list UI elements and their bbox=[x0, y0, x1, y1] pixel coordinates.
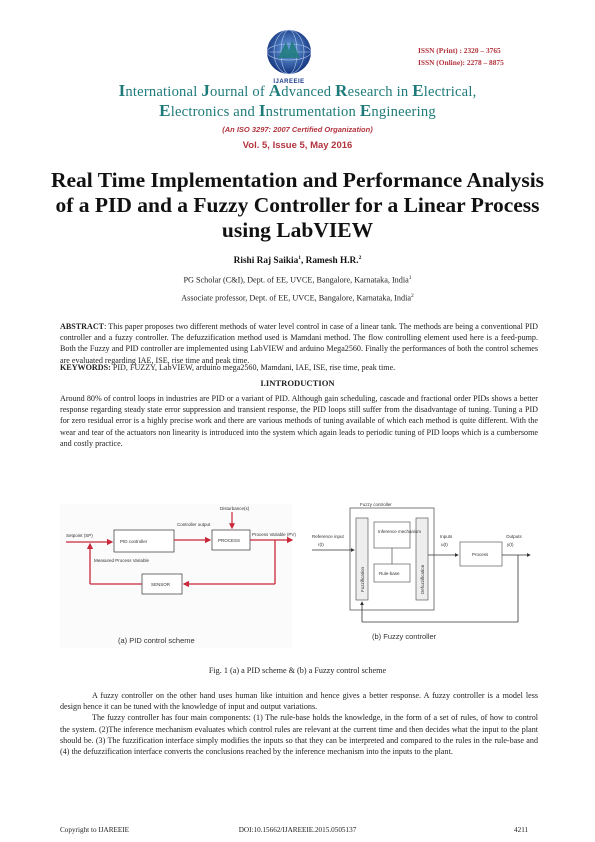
pid-process-label: PROCESS bbox=[218, 538, 240, 543]
issn-print: ISSN (Print) : 2320 – 3765 bbox=[418, 46, 501, 55]
figure-caption: Fig. 1 (a) a PID scheme & (b) a Fuzzy co… bbox=[208, 666, 387, 675]
fuzzy-paragraphs: A fuzzy controller on the other hand use… bbox=[60, 690, 538, 757]
abstract: ABSTRACT: This paper proposes two differ… bbox=[60, 322, 538, 365]
defuzzification-box bbox=[415, 517, 429, 601]
footer-copyright: Copyright to IJAREEIE bbox=[60, 826, 130, 834]
paper-title: Real Time Implementation and Performance… bbox=[50, 168, 545, 242]
issn-block: ISSN (Print) : 2320 – 3765 ISSN (Online)… bbox=[418, 45, 504, 68]
fuzzy-box-title: Fuzzy controller bbox=[360, 502, 392, 507]
rule-base-label: Rule-base bbox=[379, 571, 400, 576]
fuzzy-reference-symbol: r(t) bbox=[318, 542, 324, 547]
fuzzy-inputs-symbol: u(t) bbox=[441, 542, 448, 547]
paragraph-2: The fuzzy controller has four main compo… bbox=[60, 713, 538, 757]
pid-caption: (a) PID control scheme bbox=[118, 636, 195, 645]
fuzzy-controller-box bbox=[349, 507, 435, 611]
fuzzy-caption: (b) Fuzzy controller bbox=[372, 632, 437, 641]
affiliation-2: Associate professor, Dept. of EE, UVCE, … bbox=[181, 293, 414, 303]
volume-issue: Vol. 5, Issue 5, May 2016 bbox=[242, 140, 353, 151]
fuzzy-process-label: Process bbox=[472, 552, 489, 557]
paragraph-1: A fuzzy controller on the other hand use… bbox=[60, 691, 538, 712]
footer-doi: DOI:10.15662/IJAREEIE.2015.0505137 bbox=[238, 826, 357, 834]
journal-line-2: Electronics and Instrumentation Engineer… bbox=[159, 100, 436, 120]
footer-page-number: 4211 bbox=[514, 826, 529, 834]
fuzzy-process-box bbox=[459, 541, 503, 567]
fuzzy-scheme: Fuzzy controller Fuzzification Defuzzifi… bbox=[312, 502, 531, 641]
journal-line-1: International Journal of Advanced Resear… bbox=[118, 81, 477, 100]
affiliation-1: PG Scholar (C&I), Dept. of EE, UVCE, Ban… bbox=[183, 275, 412, 285]
pid-pv-label: Process Variable (PV) bbox=[252, 532, 296, 537]
fuzzification-box bbox=[355, 517, 369, 601]
inference-label: Inference mechanism bbox=[378, 529, 421, 534]
keywords: KEYWORDS: PID, FUZZY, LabVIEW, arduino m… bbox=[60, 363, 396, 372]
pid-controller-box bbox=[113, 529, 175, 553]
fuzzy-outputs-label: Outputs bbox=[506, 534, 523, 539]
issn-online: ISSN (Online): 2278 – 8875 bbox=[418, 57, 504, 67]
pid-measured-label: Measured Process Variable bbox=[94, 558, 149, 563]
fuzzy-outputs-symbol: y(t) bbox=[507, 542, 514, 547]
pid-scheme: Setpoint (SP) PID controller Controller … bbox=[60, 504, 296, 648]
logo-text: IJAREEIE bbox=[273, 79, 305, 85]
pid-sensor-label: SENSOR bbox=[151, 582, 171, 587]
journal-logo bbox=[266, 29, 312, 75]
inference-box bbox=[373, 521, 411, 549]
pid-output-label: Controller output bbox=[177, 522, 211, 527]
journal-name: International Journal of Advanced Resear… bbox=[40, 81, 555, 121]
fuzzy-inputs-label: Inputs bbox=[440, 534, 453, 539]
fuzzification-label: Fuzzification bbox=[360, 566, 365, 592]
fuzzy-reference-label: Reference input bbox=[312, 534, 345, 539]
certification: (An ISO 3297: 2007 Certified Organizatio… bbox=[222, 125, 373, 134]
authors: Rishi Raj Saikia1, Ramesh H.R.2 bbox=[233, 255, 362, 267]
pid-controller-label: PID controller bbox=[120, 539, 148, 544]
pid-disturbance-label: Disturbance(s) bbox=[220, 506, 250, 511]
defuzzification-label: Defuzzification bbox=[420, 564, 425, 594]
pid-setpoint-label: Setpoint (SP) bbox=[66, 533, 93, 538]
introduction-paragraph: Around 80% of control loops in industrie… bbox=[60, 394, 538, 448]
section-heading-introduction: I.INTRODUCTION bbox=[260, 378, 335, 388]
figure-1: Setpoint (SP) PID controller Controller … bbox=[60, 502, 531, 648]
